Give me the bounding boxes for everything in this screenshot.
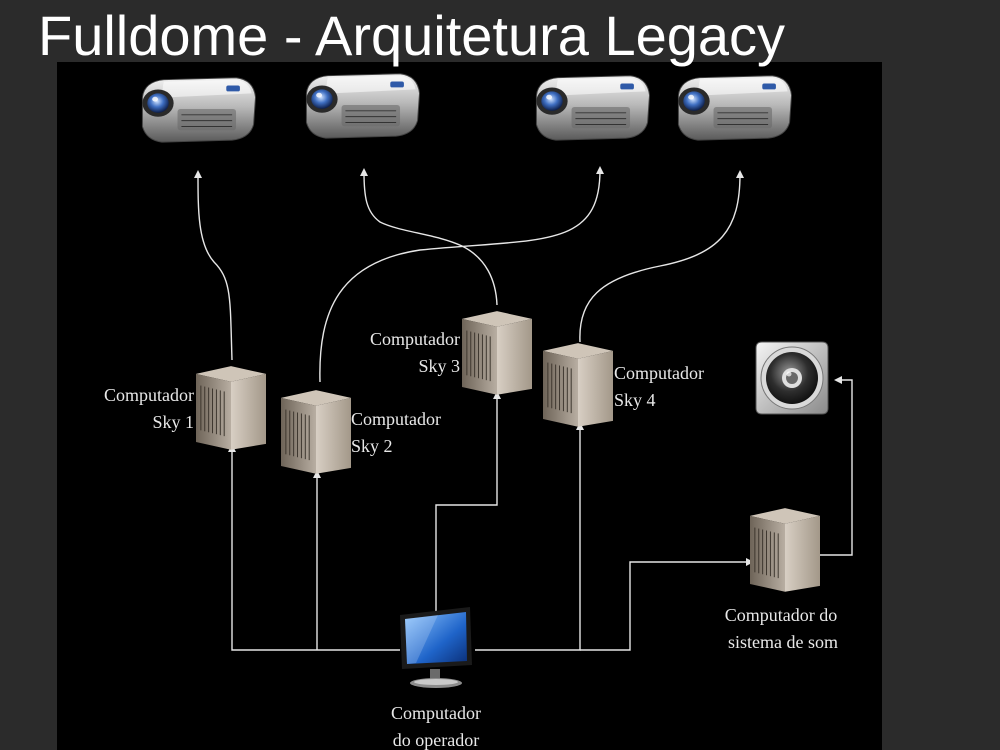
sky-2-computer-icon <box>281 389 351 475</box>
line-sound-computer-to-speaker <box>820 376 853 556</box>
sky-4-label-line2: Sky 4 <box>614 390 656 410</box>
line-operator-to-sky1 <box>228 444 400 651</box>
line-sky4-to-projector-4 <box>579 170 744 343</box>
projector-4-icon <box>677 75 793 141</box>
sky-2-label-line2: Sky 2 <box>351 436 393 456</box>
line-sky2-to-projector-3 <box>319 166 604 383</box>
projector-2-icon <box>305 73 421 139</box>
line-operator-to-sky3 <box>435 391 501 612</box>
connector-lines <box>194 166 853 651</box>
operator-label-line2: do operador <box>393 730 479 750</box>
sky-4-computer-icon <box>543 342 613 428</box>
sound-computer-label-line2: sistema de som <box>728 632 838 652</box>
sky-3-label-line1: Computador <box>370 329 460 349</box>
projector-1-icon <box>141 77 257 143</box>
sky-1-label-line1: Computador <box>104 385 194 405</box>
line-sky3-to-projector-2 <box>360 168 498 306</box>
speaker-icon <box>755 341 829 415</box>
sky-1-computer-icon <box>196 365 266 450</box>
sound-computer-icon <box>750 507 820 592</box>
labels: Computador Sky 1 Computador Sky 2 Comput… <box>104 329 838 750</box>
projector-3-icon <box>535 75 651 141</box>
sound-computer-label-line1: Computador do <box>725 605 838 625</box>
line-operator-to-sound-computer <box>580 558 754 651</box>
sky-3-label-line2: Sky 3 <box>418 356 460 376</box>
slide-title: Fulldome - Arquitetura Legacy <box>38 4 786 67</box>
sky-2-label-line1: Computador <box>351 409 441 429</box>
line-sky1-to-projector-1 <box>194 170 233 361</box>
sky-1-label-line2: Sky 1 <box>152 412 194 432</box>
sky-4-label-line1: Computador <box>614 363 704 383</box>
operator-label-line1: Computador <box>391 703 481 723</box>
sky-3-computer-icon <box>462 310 532 396</box>
